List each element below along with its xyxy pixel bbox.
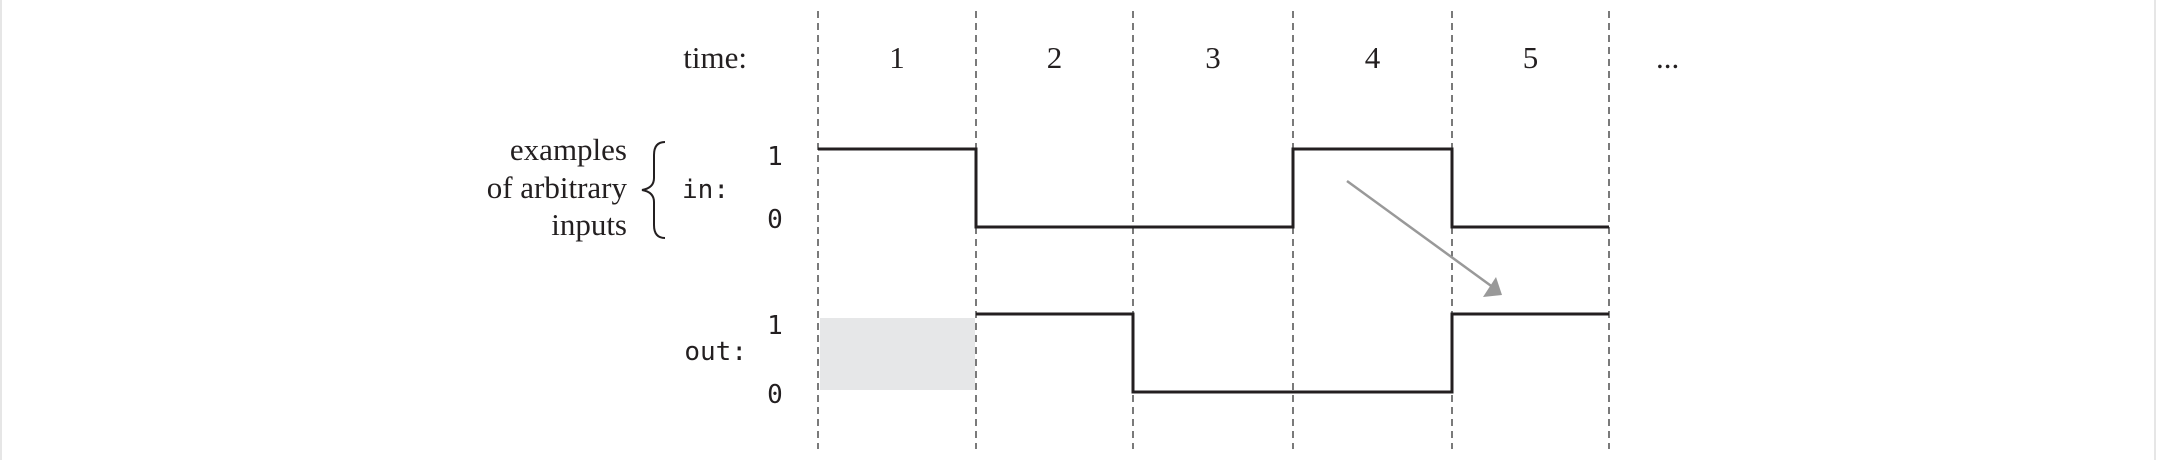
in-high-label: 1	[767, 142, 783, 172]
out-unknown-region	[820, 318, 975, 390]
time-step-5: 5	[1523, 40, 1539, 75]
time-label: time:	[683, 40, 747, 75]
annotation-line-2: of arbitrary	[487, 170, 628, 205]
time-step-3: 3	[1205, 40, 1221, 75]
time-step-1: 1	[889, 40, 905, 75]
annotation-line-3: inputs	[551, 207, 627, 242]
brace-icon	[641, 141, 666, 239]
in-waveform	[818, 147, 1609, 229]
out-label: out:	[684, 337, 747, 367]
time-step-4: 4	[1365, 40, 1381, 75]
delay-arrow	[1346, 179, 1495, 290]
out-waveform	[976, 312, 1609, 394]
out-low-label: 0	[767, 380, 783, 410]
time-step-2: 2	[1047, 40, 1063, 75]
annotation-line-1: examples	[510, 132, 627, 167]
out-high-label: 1	[767, 311, 783, 341]
in-label: in:	[682, 175, 729, 205]
ellipsis: ...	[1656, 40, 1679, 75]
in-low-label: 0	[767, 205, 783, 235]
arrow-head-icon	[1483, 277, 1502, 297]
